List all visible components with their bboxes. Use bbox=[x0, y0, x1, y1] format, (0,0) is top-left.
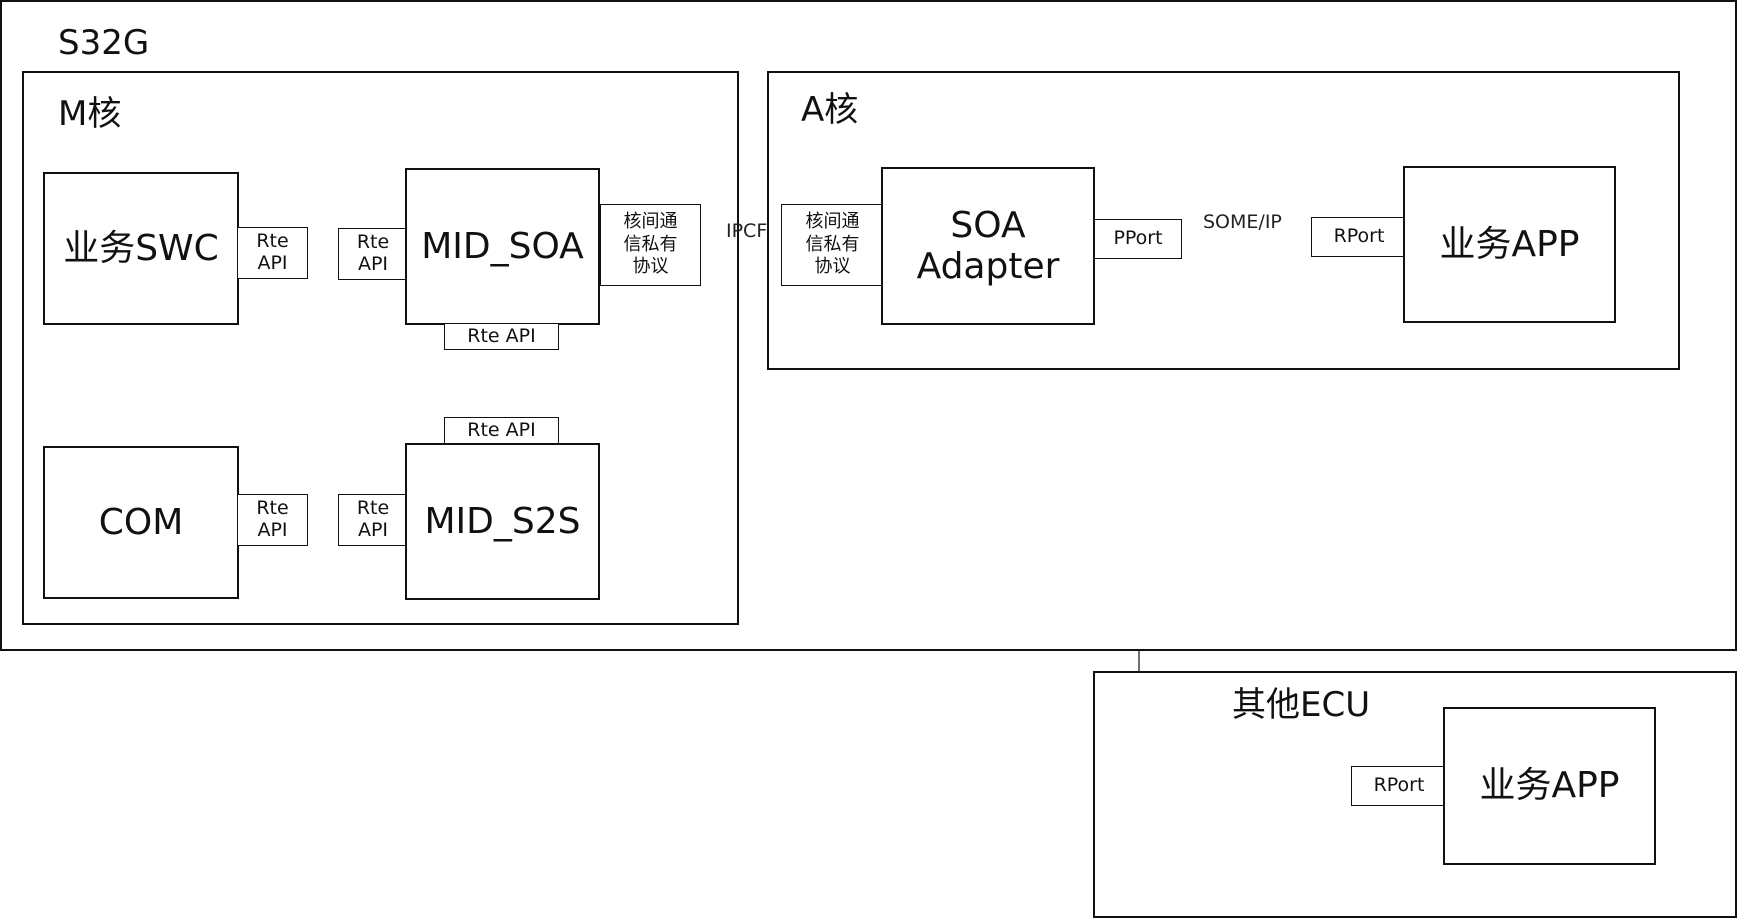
s32g-title: S32G bbox=[58, 23, 150, 63]
rport-box-other-ecu: RPort bbox=[1351, 766, 1447, 806]
a-core-title: A核 bbox=[801, 90, 859, 130]
mid-soa-box: MID_SOA bbox=[405, 168, 600, 325]
com-box: COM bbox=[43, 446, 239, 599]
ipc-protocol-a-core: 核间通 信私有 协议 bbox=[781, 204, 884, 286]
ipcf-label: IPCF bbox=[726, 220, 768, 242]
biz-app-box-other-ecu: 业务APP bbox=[1443, 707, 1656, 865]
biz-swc-box: 业务SWC bbox=[43, 172, 239, 325]
mid-s2s-box: MID_S2S bbox=[405, 443, 600, 600]
soa-adapter-box: SOA Adapter bbox=[881, 167, 1095, 325]
pport-box: PPort bbox=[1094, 219, 1182, 259]
rte-api-port-mids2s-left: Rte API bbox=[338, 494, 408, 546]
ipc-protocol-m-core: 核间通 信私有 协议 bbox=[600, 204, 701, 286]
m-core-title: M核 bbox=[58, 94, 122, 134]
biz-app-box-a-core: 业务APP bbox=[1403, 166, 1616, 323]
rport-box-a-core: RPort bbox=[1311, 217, 1407, 257]
rte-api-port-com: Rte API bbox=[237, 494, 308, 546]
rte-api-port-swc: Rte API bbox=[237, 227, 308, 279]
rte-api-port-midsoa-left: Rte API bbox=[338, 228, 408, 280]
someip-label: SOME/IP bbox=[1203, 211, 1282, 233]
other-ecu-title: 其他ECU bbox=[1232, 685, 1371, 725]
rte-api-port-mids2s-top: Rte API bbox=[444, 417, 559, 444]
rte-api-port-midsoa-bottom: Rte API bbox=[444, 323, 559, 350]
